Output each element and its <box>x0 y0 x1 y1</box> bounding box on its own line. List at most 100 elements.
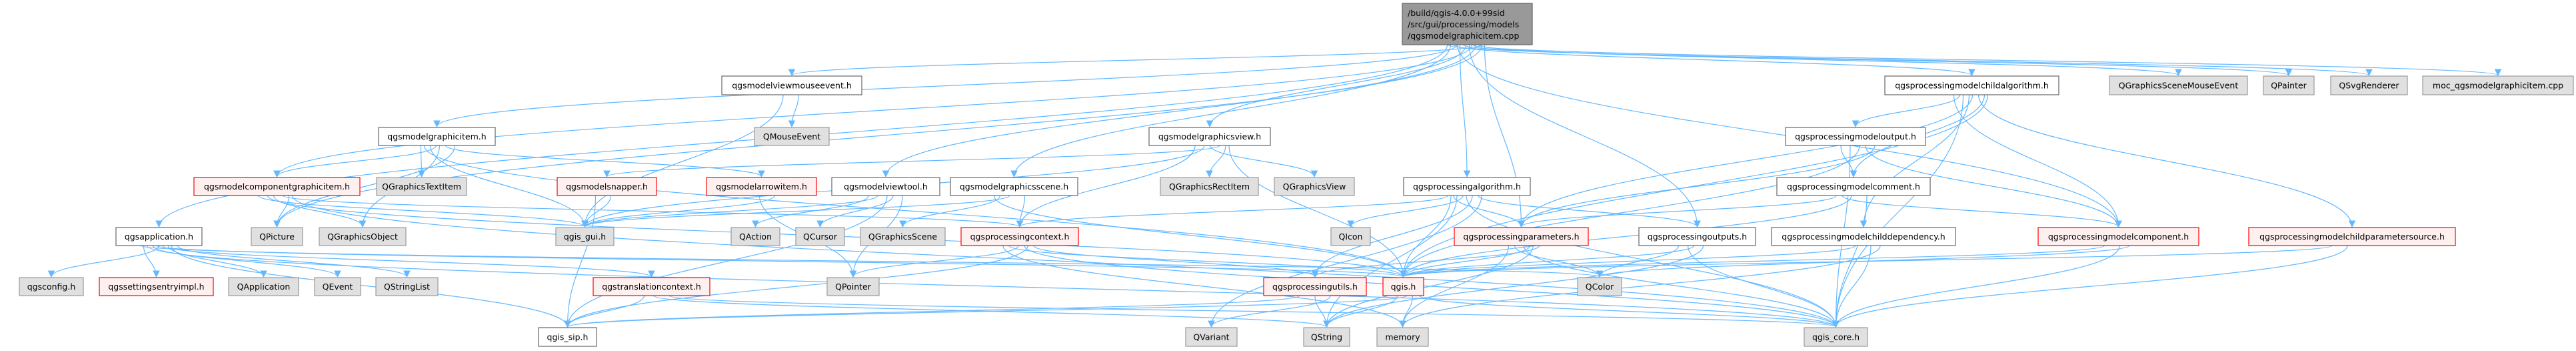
node-qgis_sip[interactable]: qgis_sip.h <box>538 327 597 347</box>
node-qgsconfig[interactable]: qgsconfig.h <box>19 277 84 296</box>
node-viewtool[interactable]: qgsmodelviewtool.h <box>831 177 940 196</box>
node-box[interactable] <box>860 227 946 246</box>
node-box[interactable] <box>1884 75 2059 95</box>
node-qgobject[interactable]: QGraphicsObject <box>319 227 407 246</box>
node-arrowitem[interactable]: qgsmodelarrowitem.h <box>706 177 817 196</box>
node-memory[interactable]: memory <box>1376 327 1429 347</box>
node-box[interactable] <box>826 277 880 296</box>
node-box[interactable] <box>950 177 1078 196</box>
node-box[interactable] <box>251 227 303 246</box>
node-qaction[interactable]: QAction <box>730 227 780 246</box>
node-root[interactable]: /build/qgis-4.0.0+99sid/src/gui/processi… <box>1402 3 1533 45</box>
node-box[interactable] <box>555 227 615 246</box>
node-qvariant[interactable]: QVariant <box>1185 327 1238 347</box>
node-box[interactable] <box>2263 75 2315 95</box>
node-box[interactable] <box>1776 177 1931 196</box>
node-component[interactable]: qgsprocessingmodelcomponent.h <box>2037 227 2199 246</box>
node-box[interactable] <box>1638 227 1756 246</box>
node-qpointer[interactable]: QPointer <box>826 277 880 296</box>
node-qicon[interactable]: QIcon <box>1330 227 1371 246</box>
node-qgis_gui[interactable]: qgis_gui.h <box>555 227 615 246</box>
node-qgis_core[interactable]: qgis_core.h <box>1804 327 1868 347</box>
node-scene[interactable]: qgsmodelgraphicsscene.h <box>950 177 1078 196</box>
node-qgsme[interactable]: QGraphicsSceneMouseEvent <box>2109 75 2248 95</box>
node-snapper[interactable]: qgsmodelsnapper.h <box>557 177 657 196</box>
node-childalg[interactable]: qgsprocessingmodelchildalgorithm.h <box>1884 75 2059 95</box>
node-box[interactable] <box>115 227 203 246</box>
node-qmouseevent[interactable]: QMouseEvent <box>754 127 830 146</box>
node-box[interactable] <box>706 177 817 196</box>
node-box[interactable] <box>1771 227 1956 246</box>
node-box[interactable] <box>1148 127 1271 146</box>
node-box[interactable] <box>19 277 84 296</box>
node-box[interactable] <box>754 127 830 146</box>
node-box[interactable] <box>831 177 940 196</box>
node-modeloutput[interactable]: qgsprocessingmodeloutput.h <box>1785 127 1926 146</box>
node-box[interactable] <box>721 75 862 95</box>
node-procoutputs[interactable]: qgsprocessingoutputs.h <box>1638 227 1756 246</box>
node-qcolor[interactable]: QColor <box>1577 277 1622 296</box>
node-moc[interactable]: moc_qgsmodelgraphicitem.cpp <box>2422 75 2574 95</box>
node-proccontext[interactable]: qgsprocessingcontext.h <box>960 227 1079 246</box>
node-box[interactable] <box>2109 75 2248 95</box>
node-box[interactable] <box>1402 3 1533 45</box>
node-qgtextitem[interactable]: QGraphicsTextItem <box>376 177 467 196</box>
node-box[interactable] <box>1403 177 1531 196</box>
node-box[interactable] <box>375 277 439 296</box>
node-box[interactable] <box>1804 327 1868 347</box>
node-application[interactable]: qgsapplication.h <box>115 227 203 246</box>
node-box[interactable] <box>1160 177 1259 196</box>
node-box[interactable] <box>730 227 780 246</box>
node-childparamsrc[interactable]: qgsprocessingmodelchildparametersource.h <box>2248 227 2456 246</box>
node-box[interactable] <box>1274 177 1355 196</box>
node-box[interactable] <box>795 227 845 246</box>
node-qgrectitem[interactable]: QGraphicsRectItem <box>1160 177 1259 196</box>
node-qpicture[interactable]: QPicture <box>251 227 303 246</box>
node-graphicsview[interactable]: qgsmodelgraphicsview.h <box>1148 127 1271 146</box>
node-qpainter[interactable]: QPainter <box>2263 75 2315 95</box>
node-graphicitem[interactable]: qgsmodelgraphicitem.h <box>378 127 496 146</box>
node-box[interactable] <box>960 227 1079 246</box>
node-box[interactable] <box>1376 327 1429 347</box>
node-procparams[interactable]: qgsprocessingparameters.h <box>1454 227 1589 246</box>
node-qstring[interactable]: QString <box>1303 327 1350 347</box>
node-box[interactable] <box>2422 75 2574 95</box>
node-translation[interactable]: qgstranslationcontext.h <box>593 277 710 296</box>
node-procalg[interactable]: qgsprocessingalgorithm.h <box>1403 177 1531 196</box>
node-comment[interactable]: qgsprocessingmodelcomment.h <box>1776 177 1931 196</box>
node-box[interactable] <box>1785 127 1926 146</box>
node-procutils[interactable]: qgsprocessingutils.h <box>1263 277 1367 296</box>
node-box[interactable] <box>193 177 361 196</box>
node-box[interactable] <box>1185 327 1238 347</box>
node-box[interactable] <box>557 177 657 196</box>
node-box[interactable] <box>314 277 361 296</box>
node-box[interactable] <box>538 327 597 347</box>
node-box[interactable] <box>1303 327 1350 347</box>
node-mouseevent[interactable]: qgsmodelviewmouseevent.h <box>721 75 862 95</box>
node-box[interactable] <box>1577 277 1622 296</box>
node-box[interactable] <box>2330 75 2408 95</box>
node-box[interactable] <box>319 227 407 246</box>
node-box[interactable] <box>378 127 496 146</box>
node-qevent[interactable]: QEvent <box>314 277 361 296</box>
node-box[interactable] <box>376 177 467 196</box>
node-qgis[interactable]: qgis.h <box>1382 277 1424 296</box>
node-box[interactable] <box>228 277 299 296</box>
node-qgscene[interactable]: QGraphicsScene <box>860 227 946 246</box>
node-qgview[interactable]: QGraphicsView <box>1274 177 1355 196</box>
node-box[interactable] <box>2248 227 2456 246</box>
node-settingsentry[interactable]: qgssettingsentryimpl.h <box>99 277 214 296</box>
node-compgraphicitem[interactable]: qgsmodelcomponentgraphicitem.h <box>193 177 361 196</box>
node-box[interactable] <box>1382 277 1424 296</box>
node-qsvg[interactable]: QSvgRenderer <box>2330 75 2408 95</box>
node-box[interactable] <box>1263 277 1367 296</box>
node-qcursor[interactable]: QCursor <box>795 227 845 246</box>
node-box[interactable] <box>1454 227 1589 246</box>
node-box[interactable] <box>2037 227 2199 246</box>
node-box[interactable] <box>1330 227 1371 246</box>
node-qstringlist[interactable]: QStringList <box>375 277 439 296</box>
node-qapplication[interactable]: QApplication <box>228 277 299 296</box>
node-childdep[interactable]: qgsprocessingmodelchilddependency.h <box>1771 227 1956 246</box>
node-box[interactable] <box>99 277 214 296</box>
node-box[interactable] <box>593 277 710 296</box>
